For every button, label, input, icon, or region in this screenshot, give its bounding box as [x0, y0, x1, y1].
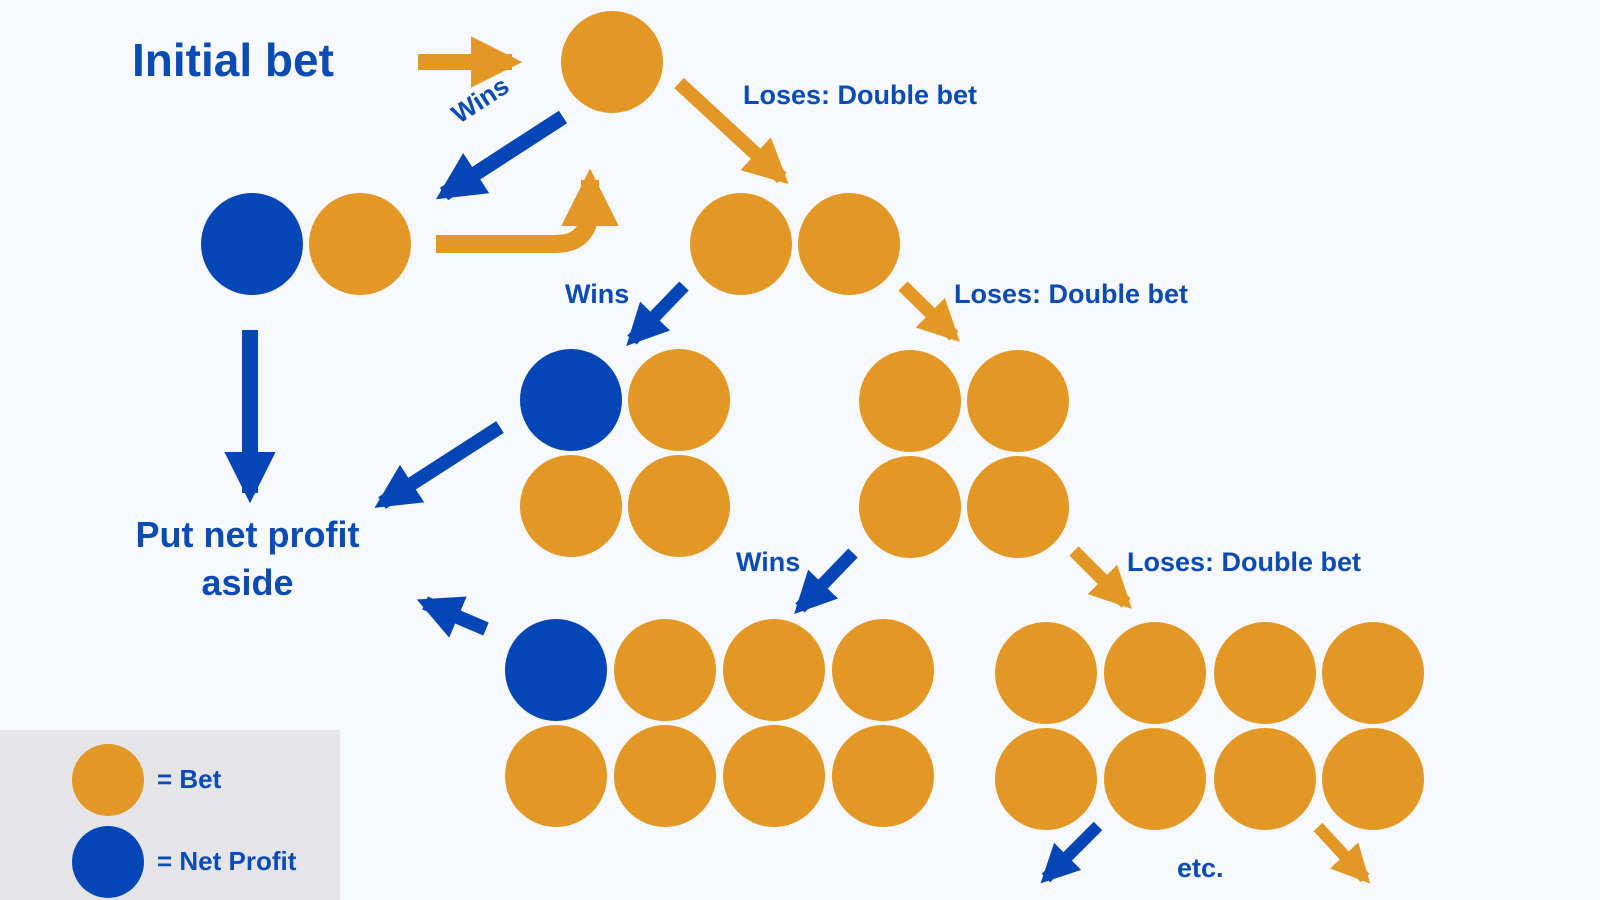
- bet-chip: [690, 193, 792, 295]
- bet-chip: [859, 350, 961, 452]
- bet-chip: [1322, 622, 1424, 724]
- bet-chip: [967, 456, 1069, 558]
- bet-chip: [1214, 622, 1316, 724]
- lose-arrow: [1069, 546, 1132, 609]
- bet-chip: [1214, 728, 1316, 830]
- loses-label: Loses: Double bet: [954, 279, 1189, 309]
- bet-legend-swatch: [72, 744, 144, 816]
- legend: = Bet = Net Profit: [0, 730, 340, 900]
- reset-arrow: [436, 168, 619, 253]
- bet-legend-label: = Bet: [157, 764, 222, 794]
- lose-arrow: [674, 77, 789, 185]
- profit-chip: [201, 193, 303, 295]
- profit-chip: [505, 619, 607, 721]
- win-arrow: [794, 548, 858, 614]
- lose-arrow: [898, 281, 960, 342]
- bet-chip: [628, 455, 730, 557]
- bet-chip: [723, 619, 825, 721]
- bet-chip: [832, 619, 934, 721]
- net-profit-legend-swatch: [72, 826, 144, 898]
- continue-arrow: [1313, 822, 1371, 884]
- net-profit-legend-label: = Net Profit: [157, 846, 297, 876]
- bet-chip: [520, 455, 622, 557]
- bet-chip: [561, 11, 663, 113]
- bet-chip: [995, 728, 1097, 830]
- bet-chip: [309, 193, 411, 295]
- bet-chip: [995, 622, 1097, 724]
- loses-label: Loses: Double bet: [1127, 547, 1362, 577]
- bet-chip: [798, 193, 900, 295]
- win-arrow: [626, 281, 689, 346]
- bet-chip: [505, 725, 607, 827]
- wins-label: Wins: [565, 279, 630, 309]
- set-aside-arrow: [416, 596, 489, 638]
- bet-chip: [1322, 728, 1424, 830]
- bet-chip: [614, 725, 716, 827]
- bet-chip: [1104, 728, 1206, 830]
- etc-label: etc.: [1177, 853, 1224, 883]
- bet-chip: [832, 725, 934, 827]
- bet-chip: [614, 619, 716, 721]
- bet-chip: [859, 456, 961, 558]
- continue-arrow: [1040, 821, 1103, 884]
- bet-chip: [723, 725, 825, 827]
- put-net-profit-aside-label: Put net profit aside: [135, 514, 360, 603]
- win-arrow: [435, 110, 568, 201]
- set-aside-arrow: [374, 421, 504, 509]
- bet-chip: [1104, 622, 1206, 724]
- initial-bet-title: Initial bet: [132, 34, 334, 86]
- bet-chip: [967, 350, 1069, 452]
- wins-label: Wins: [736, 547, 801, 577]
- profit-chip: [520, 349, 622, 451]
- bet-chip: [628, 349, 730, 451]
- loses-label: Loses: Double bet: [743, 80, 978, 110]
